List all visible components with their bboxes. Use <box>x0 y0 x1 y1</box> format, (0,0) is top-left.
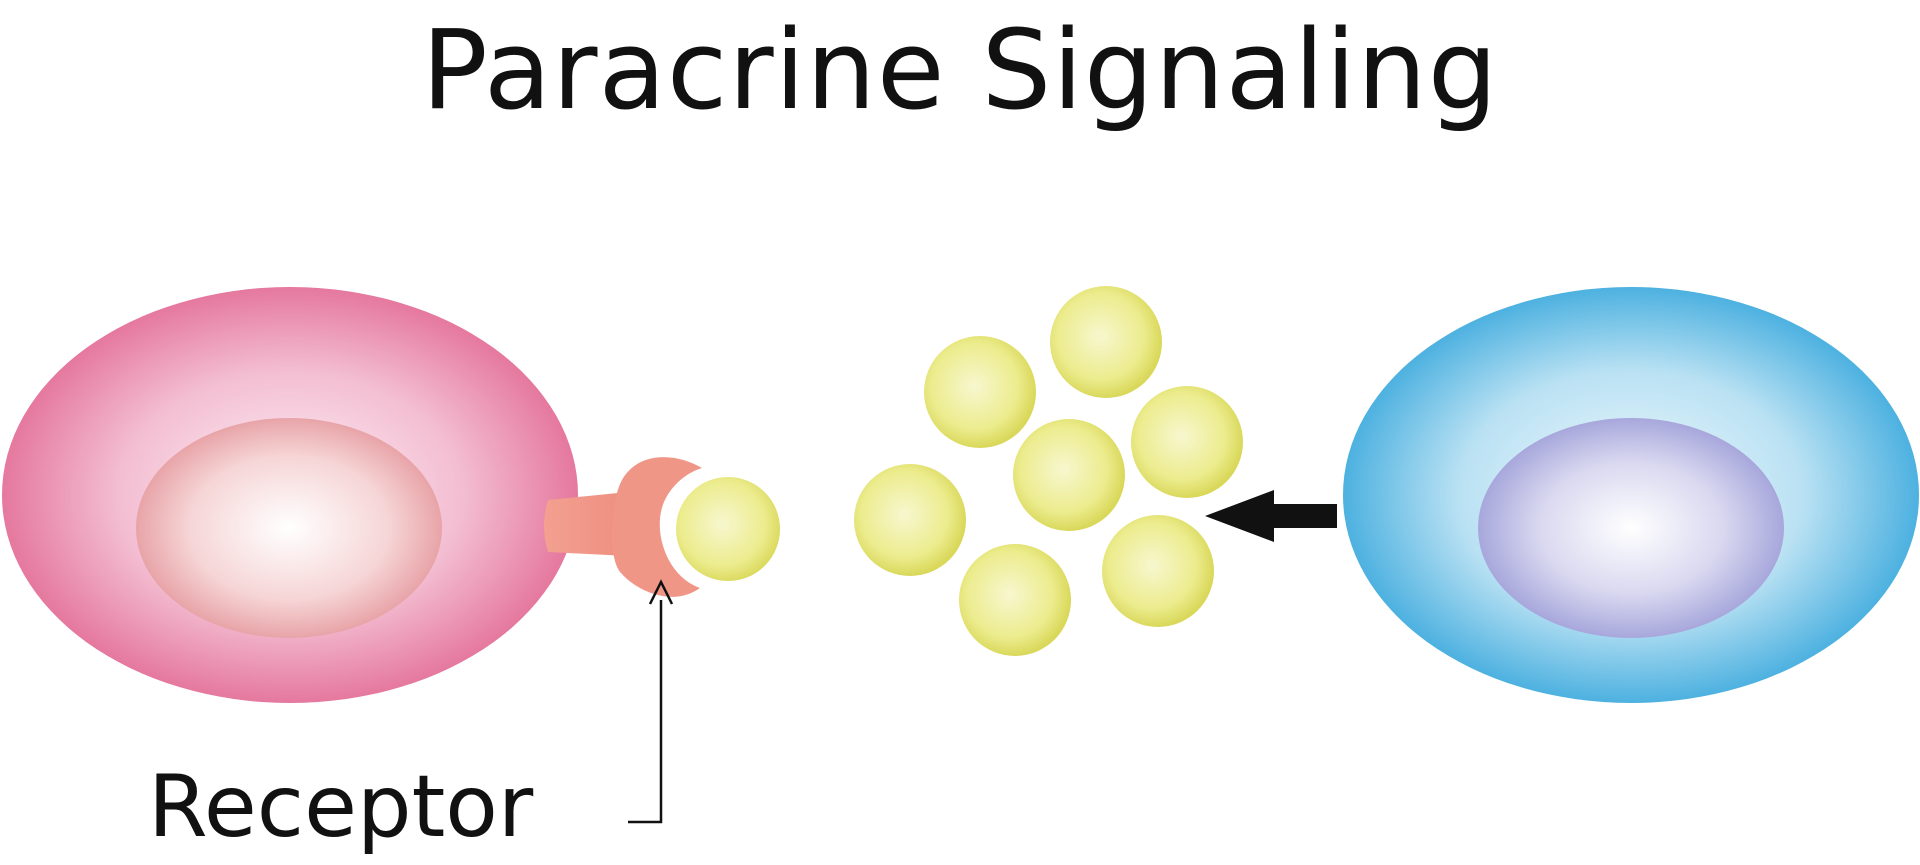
signal-molecule <box>959 544 1071 656</box>
signal-molecule <box>1050 286 1162 398</box>
diagram-title: Paracrine Signaling <box>421 6 1499 134</box>
target-cell-nucleus <box>136 418 442 638</box>
secreting-cell <box>1343 287 1919 703</box>
signal-molecule <box>1102 515 1214 627</box>
receptor-pointer-line <box>628 600 663 824</box>
signal-molecule <box>854 464 966 576</box>
target-cell <box>2 287 578 703</box>
signal-molecule <box>1131 386 1243 498</box>
signal-molecule <box>924 336 1036 448</box>
receptor-pointer <box>628 579 674 824</box>
secretion-arrow-head <box>1205 490 1274 542</box>
secretion-arrow <box>1205 490 1337 542</box>
signal-molecule <box>1013 419 1125 531</box>
receptor-label: Receptor <box>148 757 534 857</box>
receptor-stem <box>544 492 628 556</box>
signal-molecule-cluster <box>854 286 1243 656</box>
secretion-arrow-shaft <box>1272 504 1337 528</box>
receptor <box>544 457 702 597</box>
secreting-cell-nucleus <box>1478 418 1784 638</box>
bound-signal-molecule <box>670 471 786 587</box>
receptor-cup <box>611 457 702 597</box>
receptor-pointer-arrowhead <box>648 579 674 605</box>
